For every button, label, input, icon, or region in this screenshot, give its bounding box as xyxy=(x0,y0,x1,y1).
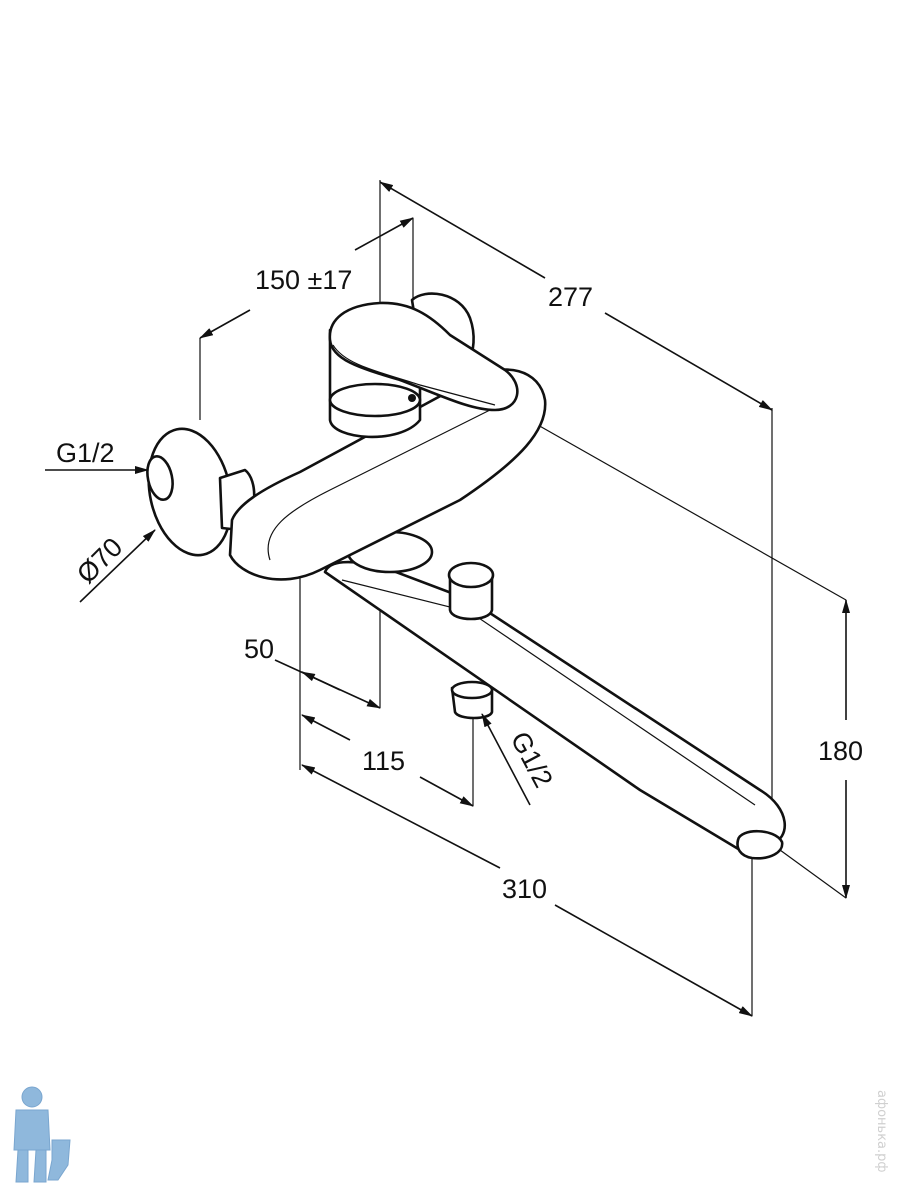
dim-overall-depth: 277 xyxy=(548,282,593,312)
dimension-lines xyxy=(45,181,850,1017)
dim-inlet-left: G1/2 xyxy=(56,438,115,468)
dim-offset-50: 50 xyxy=(244,634,274,664)
watermark: афонька.рф xyxy=(874,1090,889,1173)
dim-offset-115: 115 xyxy=(362,746,405,776)
lever-pin xyxy=(408,394,416,402)
dim-wall-centers: 150 ±17 xyxy=(255,265,352,295)
dim-height: 180 xyxy=(818,736,863,766)
plumber-logo xyxy=(13,1086,71,1183)
dim-inlet-bottom: G1/2 xyxy=(505,727,559,793)
dim-flange-diameter: Ø70 xyxy=(71,532,128,589)
faucet-body xyxy=(146,292,786,860)
dim-spout-reach: 310 xyxy=(502,874,547,904)
